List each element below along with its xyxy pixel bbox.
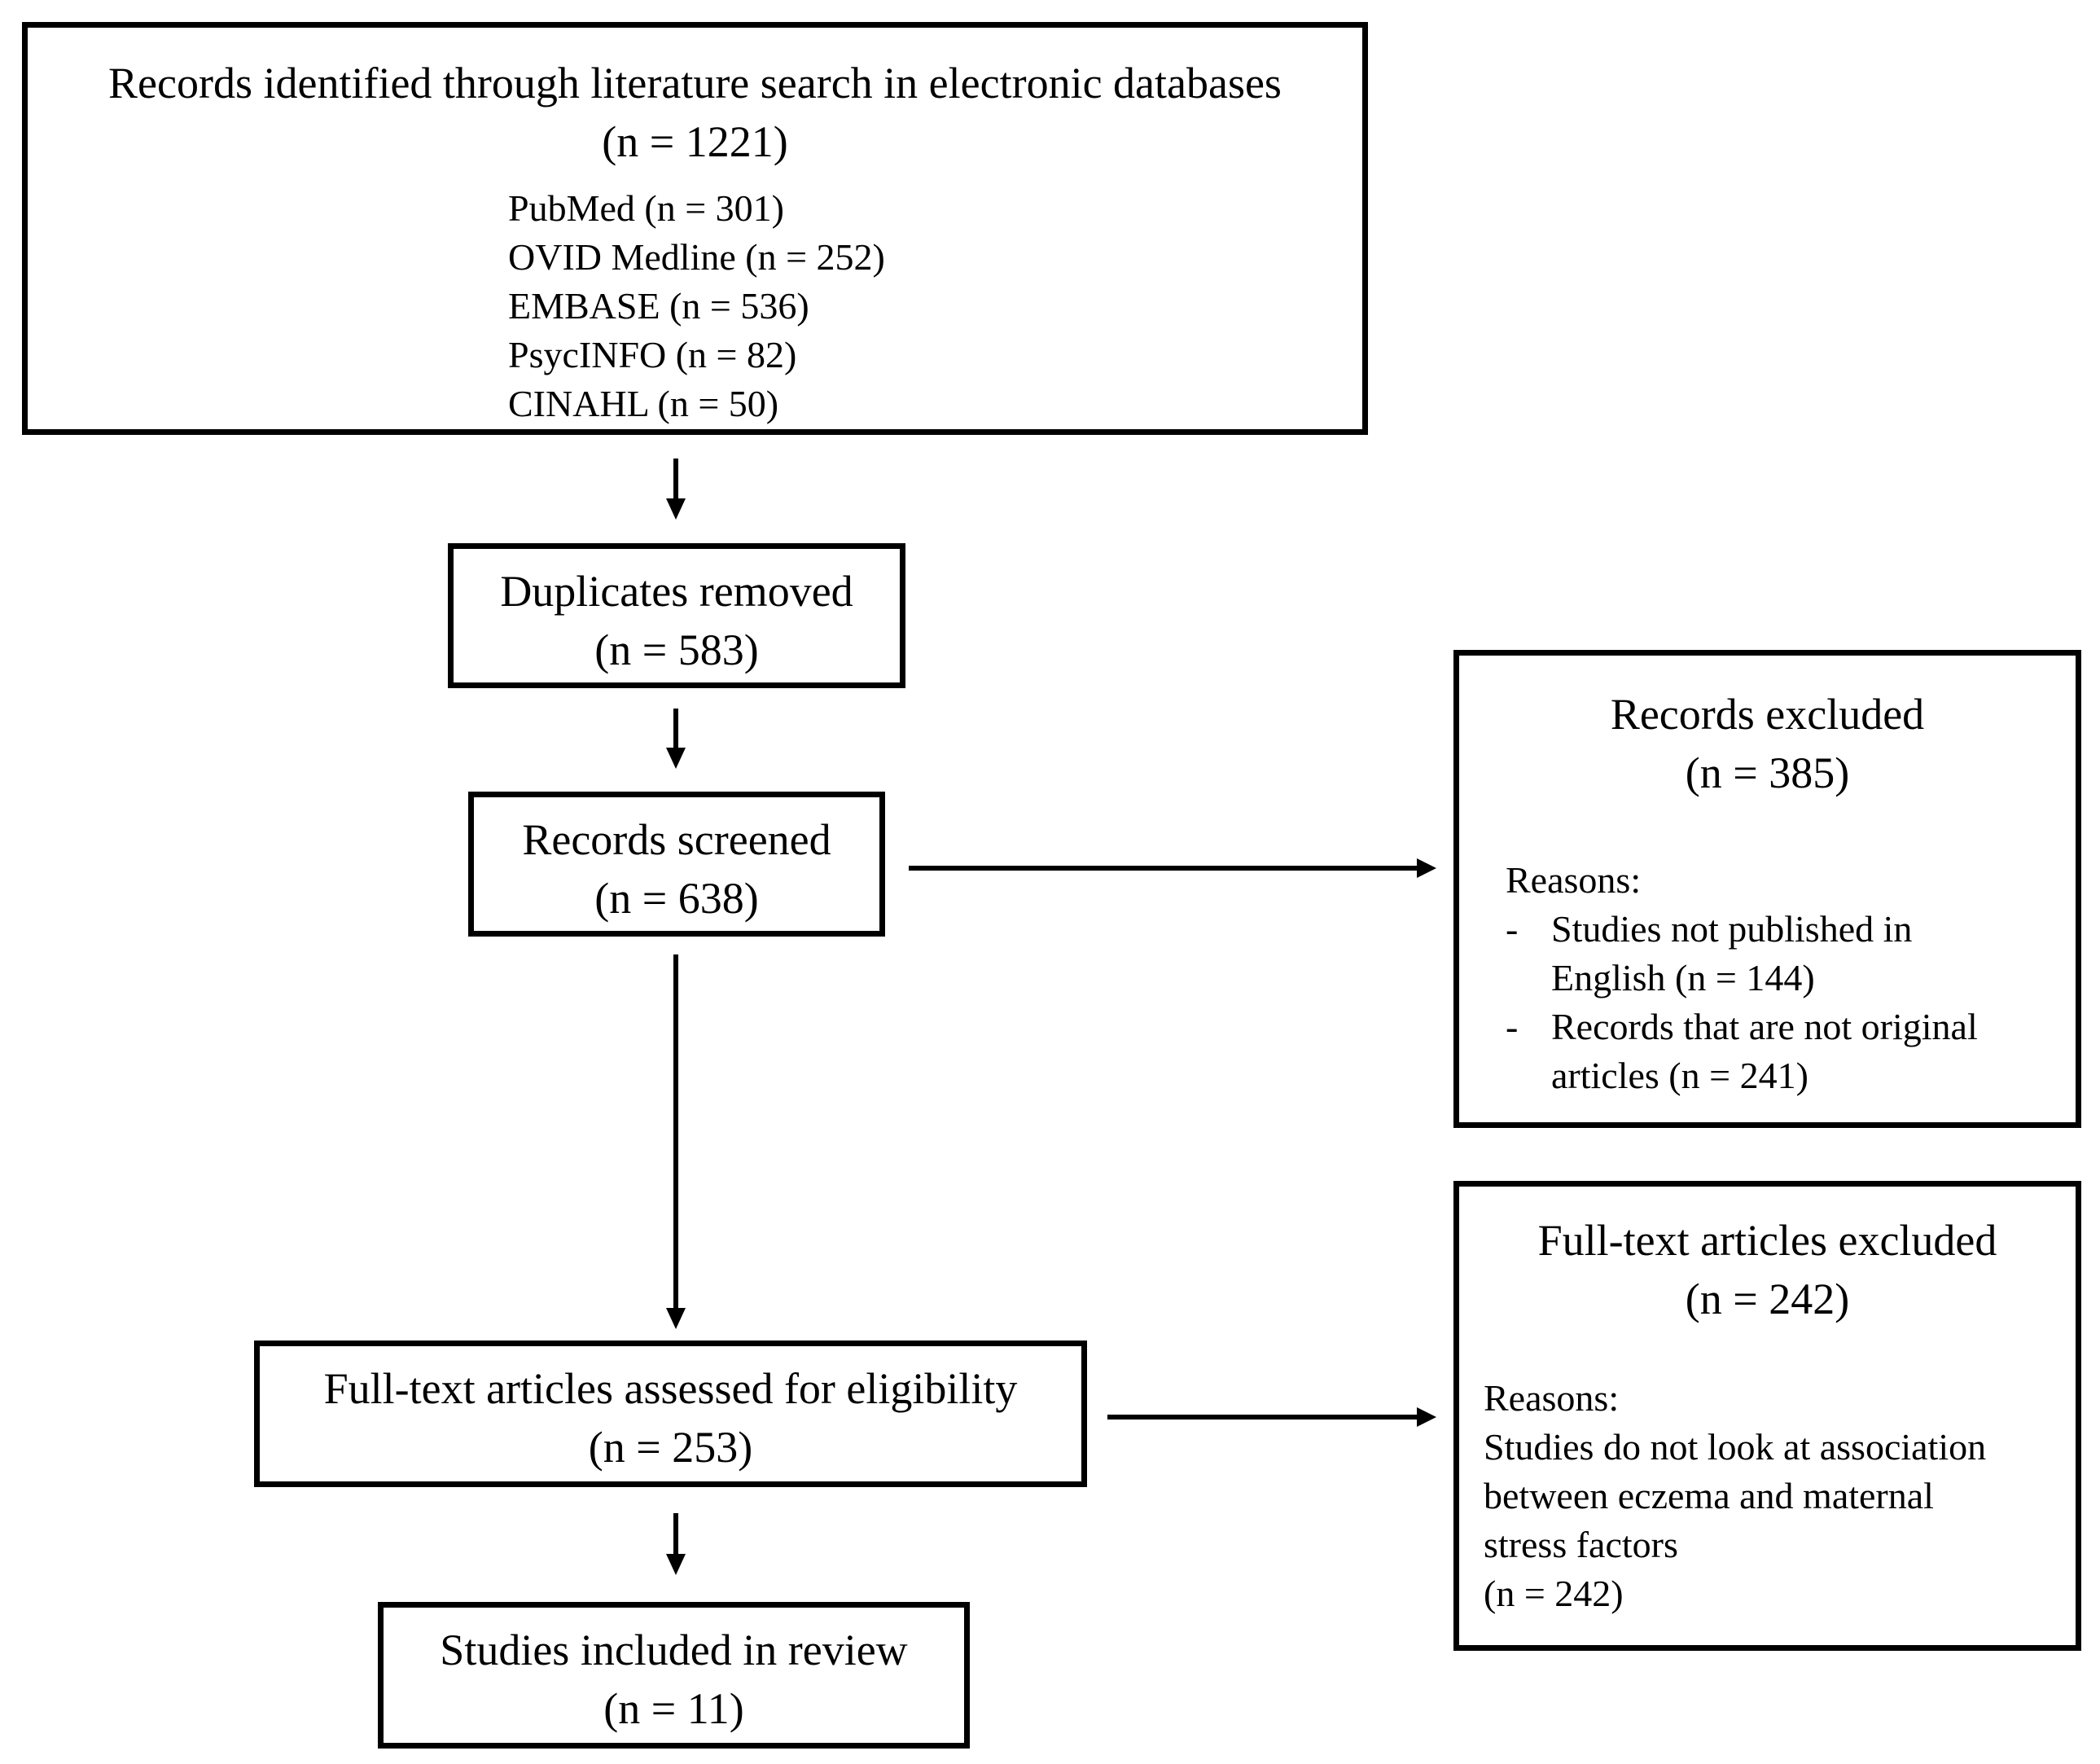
included-title: Studies included in review: [440, 1626, 908, 1674]
database-item: CINAHL (n = 50): [508, 383, 779, 424]
identification-title: Records identified through literature se…: [108, 59, 1282, 108]
database-item: OVID Medline (n = 252): [508, 236, 885, 278]
arrowhead-1: [666, 498, 686, 520]
excluded-box: Records excluded (n = 385) Reasons: - St…: [1453, 650, 2081, 1128]
reasons-label: Reasons:: [1506, 859, 1642, 901]
fulltext-excluded-title: Full-text articles excluded: [1537, 1216, 1997, 1265]
reason-line: Records that are not original: [1551, 1006, 1978, 1047]
included-count: (n = 11): [603, 1684, 744, 1733]
reason-dash: -: [1506, 908, 1519, 950]
reason-line: Studies do not look at association: [1484, 1426, 1987, 1468]
reason-line: English (n = 144): [1551, 957, 1815, 998]
fulltext-excluded-count: (n = 242): [1685, 1275, 1850, 1323]
reason-line: Studies not published in: [1551, 908, 1913, 950]
database-item: PsycINFO (n = 82): [508, 334, 797, 375]
database-item: PubMed (n = 301): [508, 187, 784, 229]
identification-count: (n = 1221): [602, 117, 788, 166]
duplicates-box: Duplicates removed (n = 583): [448, 543, 905, 688]
database-list: PubMed (n = 301) OVID Medline (n = 252) …: [508, 184, 885, 428]
reason-line: stress factors: [1484, 1524, 1678, 1565]
arrowhead-3: [1417, 858, 1436, 878]
arrowhead-6: [666, 1554, 686, 1575]
eligibility-title: Full-text articles assessed for eligibil…: [323, 1364, 1018, 1413]
included-box: Studies included in review (n = 11): [378, 1602, 970, 1749]
duplicates-count: (n = 583): [594, 625, 759, 674]
fulltext-excluded-box: Full-text articles excluded (n = 242) Re…: [1453, 1181, 2081, 1651]
duplicates-title: Duplicates removed: [500, 567, 853, 616]
reason-item: - Studies not published in English (n = …: [1506, 905, 1978, 1003]
reason-line: articles (n = 241): [1551, 1055, 1808, 1096]
reason-line: between eczema and maternal: [1484, 1475, 1934, 1516]
reason-dash: -: [1506, 1006, 1519, 1047]
reason-line: (n = 242): [1484, 1573, 1624, 1614]
reasons-label: Reasons:: [1484, 1377, 1620, 1419]
eligibility-count: (n = 253): [588, 1423, 753, 1472]
screened-title: Records screened: [522, 815, 831, 864]
screened-count: (n = 638): [594, 874, 759, 923]
arrowhead-5: [1417, 1407, 1436, 1427]
identification-box: Records identified through literature se…: [22, 22, 1368, 435]
arrowhead-4: [666, 1308, 686, 1329]
fulltext-excluded-reasons: Reasons: Studies do not look at associat…: [1484, 1374, 1986, 1618]
eligibility-box: Full-text articles assessed for eligibil…: [254, 1341, 1087, 1487]
excluded-title: Records excluded: [1610, 690, 1925, 739]
excluded-reasons: Reasons: - Studies not published in Engl…: [1506, 856, 1978, 1100]
excluded-count: (n = 385): [1685, 748, 1850, 797]
screened-box: Records screened (n = 638): [468, 792, 885, 937]
reason-item: - Records that are not original articles…: [1506, 1003, 1978, 1100]
database-item: EMBASE (n = 536): [508, 285, 809, 327]
arrowhead-2: [666, 748, 686, 769]
